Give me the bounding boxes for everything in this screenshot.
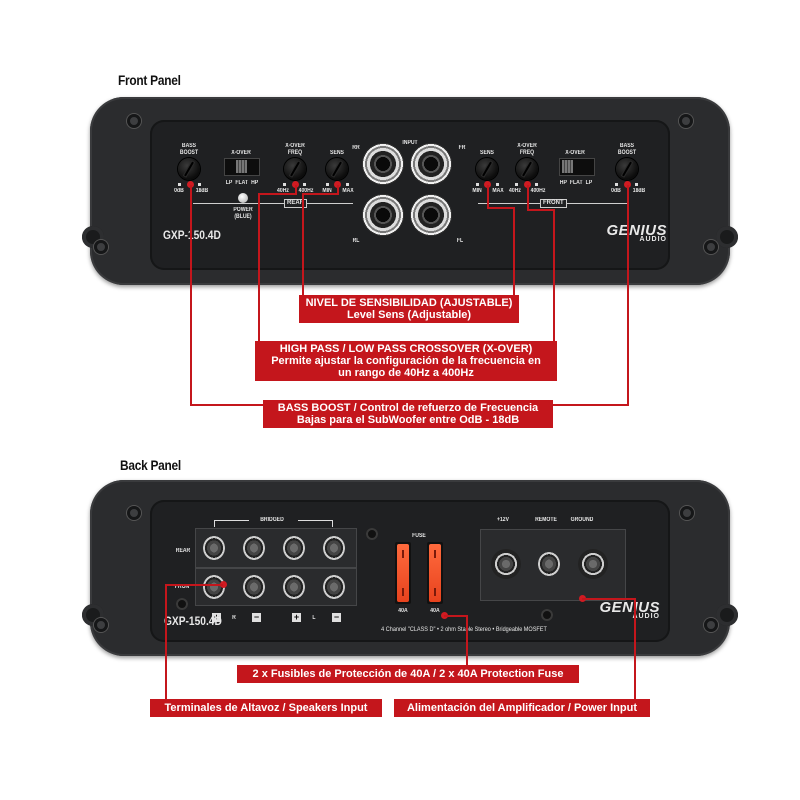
speaker-terminal[interactable] [283, 575, 305, 599]
rear-freq-min-label: 40Hz [277, 188, 289, 194]
callout-speakers-input: Terminales de Altavoz / Speakers Input [150, 699, 382, 717]
minus-icon: − [332, 612, 341, 622]
right-channel-label: R [232, 615, 236, 621]
screw-icon [680, 506, 694, 520]
rear-group-label: REAR [284, 199, 308, 208]
rear-freq-max-label: 400Hz [298, 188, 314, 194]
rear-xover-freq-knob[interactable] [284, 158, 306, 180]
speaker-terminal[interactable] [203, 536, 225, 560]
plus-icon: + [212, 612, 221, 622]
callout-power-input: Alimentación del Amplificador / Power In… [394, 699, 650, 717]
rca-input-fl[interactable] [410, 194, 452, 236]
rear-bass-max-label: 18dB [195, 188, 209, 194]
screw-icon [176, 598, 188, 610]
front-row-label: FRON [174, 584, 190, 590]
mounting-foot [716, 226, 738, 248]
screw-icon [679, 114, 693, 128]
front-freq-min-label: 40Hz [509, 188, 521, 194]
rca-input-rr[interactable] [362, 143, 404, 185]
speaker-terminal[interactable] [243, 536, 265, 560]
rear-row-label: REAR [175, 548, 191, 554]
ground-terminal[interactable] [578, 549, 608, 579]
power-led-label: POWER(BLUE) [233, 207, 253, 220]
plus-12v-terminal[interactable] [491, 549, 521, 579]
remote-label: REMOTE [535, 517, 557, 523]
screw-icon [366, 528, 378, 540]
rca-input-rl[interactable] [362, 194, 404, 236]
rear-sens-max-label: MAX [342, 188, 354, 194]
front-sens-knob[interactable] [476, 158, 498, 180]
screw-icon [94, 618, 108, 632]
speaker-terminal[interactable] [283, 536, 305, 560]
speaker-terminal[interactable] [323, 575, 345, 599]
rear-sens-min-label: MIN [322, 188, 332, 194]
back-panel-title: Back Panel [120, 457, 181, 473]
input-fr-label: FR [458, 145, 466, 151]
screw-icon [94, 240, 108, 254]
fuse-1-rating: 40A [398, 608, 408, 614]
fuse-label: FUSE [412, 533, 426, 539]
front-bass-min-label: 0dB [611, 188, 621, 194]
mounting-foot [716, 604, 738, 626]
callout-crossover: HIGH PASS / LOW PASS CROSSOVER (X-OVER) … [255, 341, 557, 381]
front-bass-boost-knob[interactable] [616, 158, 638, 180]
rear-bass-boost-knob[interactable] [178, 158, 200, 180]
rear-xover-positions: LP FLAT HP [225, 180, 259, 186]
callout-bass-boost: BASS BOOST / Control de refuerzo de Frec… [263, 400, 553, 428]
front-freq-max-label: 400Hz [530, 188, 546, 194]
plus-icon: + [292, 612, 301, 622]
rear-sens-knob[interactable] [326, 158, 348, 180]
screw-icon [704, 240, 718, 254]
input-label: INPUT [402, 140, 418, 146]
input-rr-label: RR [352, 145, 360, 151]
minus-icon: − [252, 612, 261, 622]
screw-icon [127, 114, 141, 128]
front-bass-max-label: 18dB [632, 188, 646, 194]
left-channel-label: L [312, 615, 316, 621]
front-sens-min-label: MIN [472, 188, 482, 194]
front-sens-max-label: MAX [492, 188, 504, 194]
input-fl-label: FL [456, 238, 464, 244]
spec-line: 4 Channel "CLASS D" • 2 ohm Stable Stere… [381, 626, 547, 633]
screw-icon [704, 618, 718, 632]
callout-fuse: 2 x Fusibles de Protección de 40A / 2 x … [237, 665, 579, 683]
fuse-2[interactable] [427, 542, 443, 604]
front-group-label: FRONT [540, 199, 567, 208]
input-rl-label: RL [352, 238, 360, 244]
rear-xover-switch[interactable] [224, 158, 260, 176]
callout-level-sens: NIVEL DE SENSIBILIDAD (AJUSTABLE) Level … [299, 295, 519, 323]
fuse-2-rating: 40A [430, 608, 440, 614]
remote-terminal[interactable] [538, 552, 560, 576]
rear-bass-min-label: 0dB [174, 188, 184, 194]
front-xover-positions: HP FLAT LP [559, 180, 593, 186]
speaker-terminal[interactable] [203, 575, 225, 599]
speaker-terminal[interactable] [243, 575, 265, 599]
fuse-1[interactable] [395, 542, 411, 604]
front-xover-freq-knob[interactable] [516, 158, 538, 180]
ground-label: GROUND [570, 517, 594, 523]
rear-sens-label: SENS [330, 150, 344, 156]
screw-icon [541, 609, 553, 621]
front-xover-switch[interactable] [559, 158, 595, 176]
plus-12v-label: +12V [496, 517, 510, 523]
bridged-label: BRIDGED [260, 517, 284, 523]
screw-icon [127, 506, 141, 520]
front-panel-title: Front Panel [118, 72, 181, 88]
front-xover-label: X-OVER [565, 150, 585, 156]
rca-input-fr[interactable] [410, 143, 452, 185]
model-number: GXP-150.4D [164, 614, 222, 628]
power-led-icon [238, 193, 248, 203]
rear-xover-label: X-OVER [231, 150, 251, 156]
front-sens-label: SENS [480, 150, 494, 156]
speaker-terminal[interactable] [323, 536, 345, 560]
